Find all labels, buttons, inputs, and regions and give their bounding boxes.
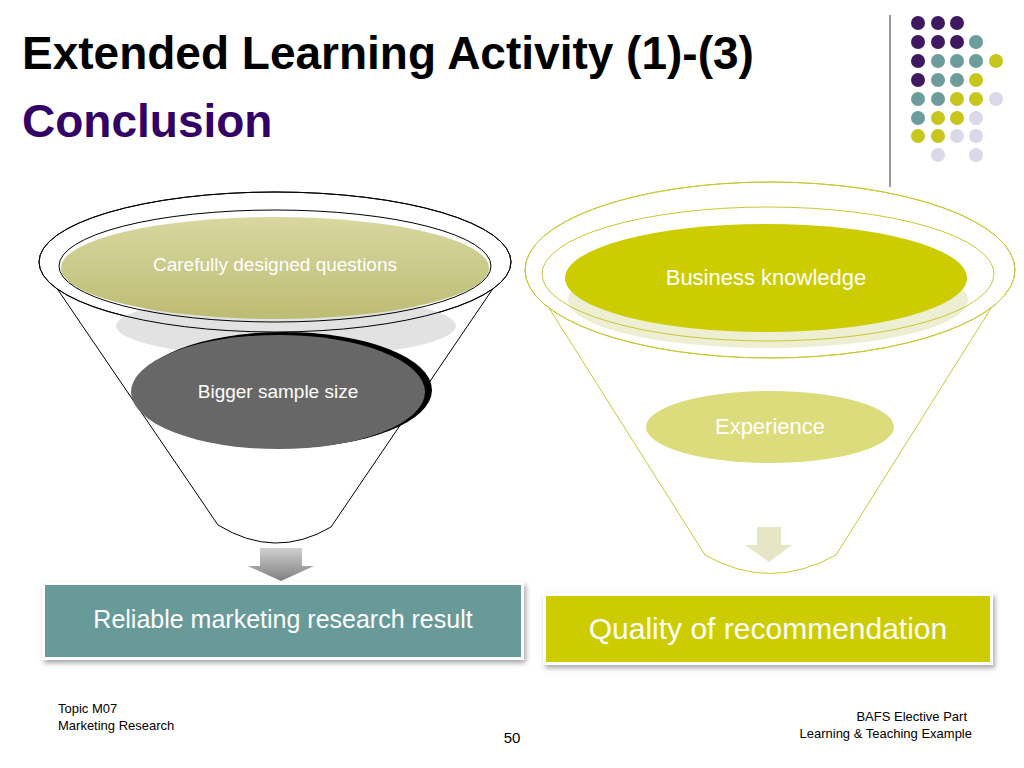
ellipse-fill <box>646 391 894 463</box>
node-label: Carefully designed questions <box>153 254 397 276</box>
dot <box>911 111 925 125</box>
dot <box>989 92 1003 106</box>
input-ellipse: Carefully designed questions <box>60 216 490 320</box>
node-label: Experience <box>715 414 825 439</box>
dot <box>911 16 925 30</box>
dot <box>931 111 945 125</box>
funnel-inner-rim <box>59 210 491 322</box>
dot <box>931 54 945 68</box>
dot <box>931 73 945 87</box>
footer-course: Learning & Teaching Example <box>740 727 972 742</box>
dot <box>969 35 983 49</box>
page-number: 50 <box>482 729 542 746</box>
ellipse-fill <box>131 335 425 449</box>
footer-topic: Topic M07 <box>58 702 258 717</box>
dot <box>969 129 983 143</box>
dot <box>969 54 983 68</box>
dot <box>931 35 945 49</box>
dot <box>950 111 964 125</box>
node-label: Bigger sample size <box>198 381 359 403</box>
result-box: Reliable marketing research result <box>42 582 524 660</box>
dot <box>911 129 925 143</box>
dot <box>969 111 983 125</box>
dot <box>969 73 983 87</box>
footer-course: BAFS Elective Part <box>740 710 967 725</box>
funnel-rim <box>39 192 511 332</box>
dot-pattern <box>911 16 1003 162</box>
dot <box>989 54 1003 68</box>
input-ellipse: Experience <box>645 390 895 464</box>
node-label: Quality of recommendation <box>589 612 948 647</box>
dot <box>950 54 964 68</box>
dot <box>911 54 925 68</box>
dot <box>950 73 964 87</box>
dot <box>911 35 925 49</box>
dot <box>931 129 945 143</box>
funnel-rim <box>39 192 511 332</box>
down-arrow <box>248 548 314 581</box>
ellipse-fill <box>565 224 967 332</box>
funnel-rim <box>525 182 1015 358</box>
ellipse-fill <box>61 217 489 319</box>
dot <box>969 92 983 106</box>
result-box: Quality of recommendation <box>543 593 993 665</box>
node-label: Business knowledge <box>666 265 867 290</box>
input-ellipse: Business knowledge <box>564 223 968 333</box>
slide-title: Extended Learning Activity (1)-(3) <box>22 27 902 80</box>
dot <box>911 73 925 87</box>
dot <box>969 148 983 162</box>
slide-subtitle: Conclusion <box>22 95 422 148</box>
funnel-rim <box>525 182 1015 358</box>
funnel-inner-rim <box>542 207 994 341</box>
down-arrow <box>745 527 792 562</box>
footer-topic: Marketing Research <box>58 719 258 734</box>
dot <box>931 148 945 162</box>
dot <box>950 16 964 30</box>
input-ellipse: Bigger sample size <box>130 334 426 450</box>
dot <box>931 16 945 30</box>
dot <box>911 92 925 106</box>
dot <box>950 92 964 106</box>
dot <box>950 35 964 49</box>
dot <box>931 92 945 106</box>
dot <box>950 129 964 143</box>
node-label: Reliable marketing research result <box>93 605 472 634</box>
separator-line <box>889 15 890 187</box>
